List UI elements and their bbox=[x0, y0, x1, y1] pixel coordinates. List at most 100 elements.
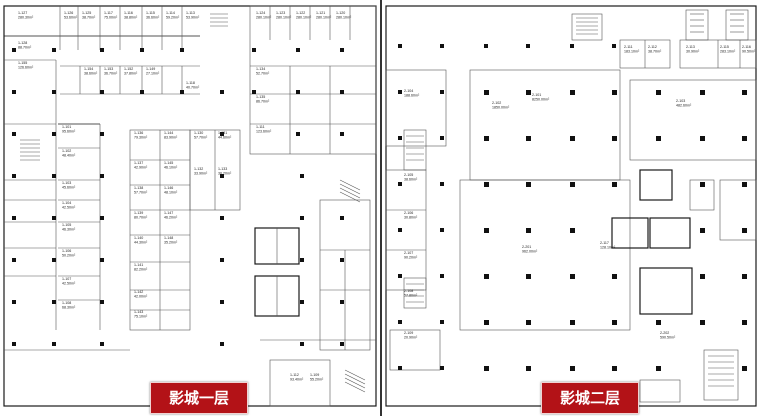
unit-code: 1-135 bbox=[256, 95, 265, 99]
unit-code: 2-113 bbox=[686, 45, 695, 49]
unit-area: 75.00m² bbox=[104, 16, 118, 20]
unit-code: 2-102 bbox=[492, 101, 501, 105]
unit-code: 1-102 bbox=[62, 149, 71, 153]
unit-code: 1-138 bbox=[134, 186, 143, 190]
unit-code: 1-104 bbox=[62, 201, 71, 205]
unit-area: 188.60m² bbox=[404, 94, 420, 98]
unit-code: 1-146 bbox=[164, 186, 173, 190]
unit-code: 1-101 bbox=[62, 125, 71, 129]
unit-code: 1-107 bbox=[62, 277, 71, 281]
unit-code: 1-136 bbox=[134, 131, 143, 135]
unit-area: 88.70m² bbox=[18, 46, 32, 50]
unit-area: 590.50m² bbox=[660, 336, 676, 340]
unit-code: 2-109 bbox=[404, 331, 413, 335]
unit-code: 1-121 bbox=[316, 11, 325, 15]
floor-1-plan bbox=[3, 5, 377, 407]
unit-area: 1850.00m² bbox=[492, 106, 510, 110]
unit-area: 57.70m² bbox=[194, 136, 208, 140]
unit-code: 1-103 bbox=[62, 181, 71, 185]
unit-area: 44.60m² bbox=[218, 136, 232, 140]
unit-area: 46.10m² bbox=[164, 166, 178, 170]
unit-area: 57.80m² bbox=[404, 294, 418, 298]
unit-code: 1-114 bbox=[166, 11, 175, 15]
unit-code: 1-109 bbox=[310, 373, 319, 377]
unit-code: 1-130 bbox=[194, 131, 203, 135]
unit-area: 57.70m² bbox=[134, 191, 148, 195]
unit-area: 20.90m² bbox=[404, 336, 418, 340]
unit-code: 2-115 bbox=[720, 45, 729, 49]
unit-code: 2-103 bbox=[676, 99, 685, 103]
unit-area: 38.60m² bbox=[404, 178, 418, 182]
unit-area: 962.00m² bbox=[522, 250, 538, 254]
unit-code: 2-202 bbox=[660, 331, 669, 335]
unit-code: 2-101 bbox=[532, 93, 541, 97]
unit-area: 50.20m² bbox=[62, 254, 76, 258]
unit-code: 1-111 bbox=[256, 125, 265, 129]
unit-code: 1-142 bbox=[134, 290, 143, 294]
unit-area: 59.20m² bbox=[166, 16, 180, 20]
unit-code: 1-153 bbox=[104, 67, 113, 71]
unit-area: 79.30m² bbox=[134, 136, 148, 140]
unit-code: 1-125 bbox=[82, 11, 91, 15]
unit-area: 48.40m² bbox=[62, 154, 76, 158]
floor-1-unit-labels: 1-127280.30m²1-12653.60m²1-12538.70m²1-1… bbox=[18, 11, 352, 382]
unit-area: 38.80m² bbox=[124, 16, 138, 20]
unit-code: 1-127 bbox=[18, 11, 27, 15]
unit-area: 280.10m² bbox=[316, 16, 332, 20]
unit-code: 1-128 bbox=[18, 41, 27, 45]
unit-area: 283.10m² bbox=[720, 50, 736, 54]
unit-area: 42.50m² bbox=[62, 206, 76, 210]
unit-code: 2-108 bbox=[404, 289, 413, 293]
floor-2-badge: 影城二层 bbox=[541, 382, 639, 414]
unit-area: 52.70m² bbox=[256, 72, 270, 76]
unit-code: 1-134 bbox=[256, 67, 265, 71]
unit-code: 1-145 bbox=[164, 161, 173, 165]
unit-code: 1-117 bbox=[104, 11, 113, 15]
unit-area: 82.20m² bbox=[134, 268, 148, 272]
unit-area: 482.60m² bbox=[676, 104, 692, 108]
unit-code: 2-201 bbox=[522, 245, 531, 249]
unit-area: 8250.00m² bbox=[532, 98, 550, 102]
unit-area: 126.60m² bbox=[18, 66, 34, 70]
unit-area: 46.30m² bbox=[62, 228, 76, 232]
unit-code: 2-106 bbox=[404, 211, 413, 215]
unit-area: 123.60m² bbox=[256, 130, 272, 134]
unit-area: 280.30m² bbox=[18, 16, 34, 20]
unit-area: 38.60m² bbox=[84, 72, 98, 76]
unit-code: 2-104 bbox=[404, 89, 413, 93]
unit-code: 1-118 bbox=[186, 81, 195, 85]
unit-area: 68.30m² bbox=[62, 306, 76, 310]
unit-code: 2-107 bbox=[404, 251, 413, 255]
unit-area: 33.90m² bbox=[194, 172, 208, 176]
unit-area: 75.10m² bbox=[134, 315, 148, 319]
unit-code: 1-144 bbox=[164, 131, 173, 135]
unit-area: 45.60m² bbox=[62, 186, 76, 190]
floor-2-outline bbox=[385, 5, 757, 407]
unit-area: 90.50m² bbox=[742, 50, 756, 54]
unit-code: 2-111 bbox=[624, 45, 633, 49]
unit-code: 1-132 bbox=[194, 167, 203, 171]
unit-area: 27.10m² bbox=[146, 72, 160, 76]
unit-area: 46.20m² bbox=[164, 216, 178, 220]
unit-area: 55.20m² bbox=[310, 378, 324, 382]
unit-code: 1-131 bbox=[218, 131, 227, 135]
unit-area: 42.90m² bbox=[134, 166, 148, 170]
floor-1-badge: 影城一层 bbox=[150, 382, 248, 414]
unit-area: 53.60m² bbox=[64, 16, 78, 20]
unit-code: 1-133 bbox=[218, 167, 227, 171]
unit-code: 1-113 bbox=[186, 11, 195, 15]
unit-code: 1-122 bbox=[296, 11, 305, 15]
unit-code: 1-143 bbox=[134, 310, 143, 314]
unit-area: 93.40m² bbox=[290, 378, 304, 382]
unit-area: 30.20m² bbox=[218, 172, 232, 176]
unit-code: 1-141 bbox=[134, 263, 143, 267]
unit-code: 1-116 bbox=[124, 11, 133, 15]
unit-area: 280.10m² bbox=[336, 16, 352, 20]
unit-area: 38.70m² bbox=[648, 50, 662, 54]
unit-area: 280.10m² bbox=[256, 16, 272, 20]
unit-code: 1-112 bbox=[290, 373, 299, 377]
unit-area: 95.60m² bbox=[62, 130, 76, 134]
